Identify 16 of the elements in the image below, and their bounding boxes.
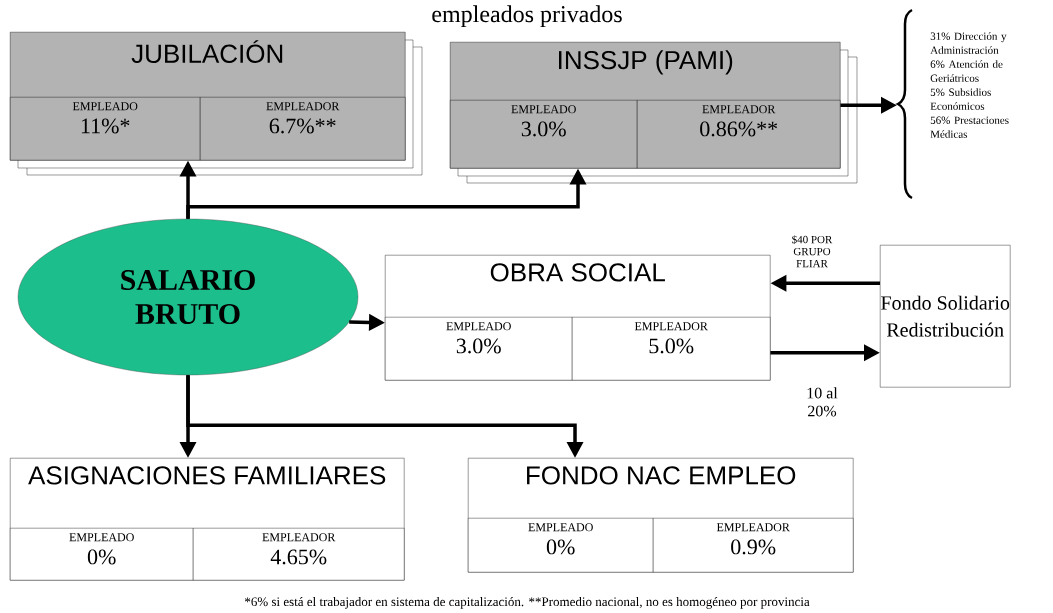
table-cell: EMPLEADO 0%: [468, 518, 654, 573]
table-cell: EMPLEADO 3.0%: [450, 100, 638, 169]
table-cell: EMPLEADOR 6.7%**: [200, 97, 406, 161]
title: empleados privados: [432, 5, 622, 28]
table-cell: EMPLEADOR 0.9%: [653, 518, 854, 573]
process-box: Fondo Solidario Redistribución: [880, 245, 1011, 388]
table-cell: EMPLEADOR 4.65%: [193, 528, 405, 581]
edge-label: 10 al 20%: [807, 387, 838, 417]
table-cell: EMPLEADOR 0.86%**: [637, 100, 841, 169]
footnote: *6% si está el trabajador en sistema de capitalización. **Promedio nacional, no es homogéneo por provincia: [245, 596, 810, 609]
edge-label: $40 POR GRUPO FLIAR: [792, 235, 833, 268]
table-cell: EMPLEADO 0%: [10, 528, 194, 581]
note-text: 31% Dirección y Administración 6% Atención de Geriátricos 5% Subsidios Económicos 56% Prestaciones Médicas: [930, 32, 1009, 138]
table-cell: EMPLEADO 11%*: [10, 97, 201, 161]
table-cell: EMPLEADO 3.0%: [385, 317, 573, 381]
table-cell: EMPLEADOR 5.0%: [572, 317, 771, 381]
